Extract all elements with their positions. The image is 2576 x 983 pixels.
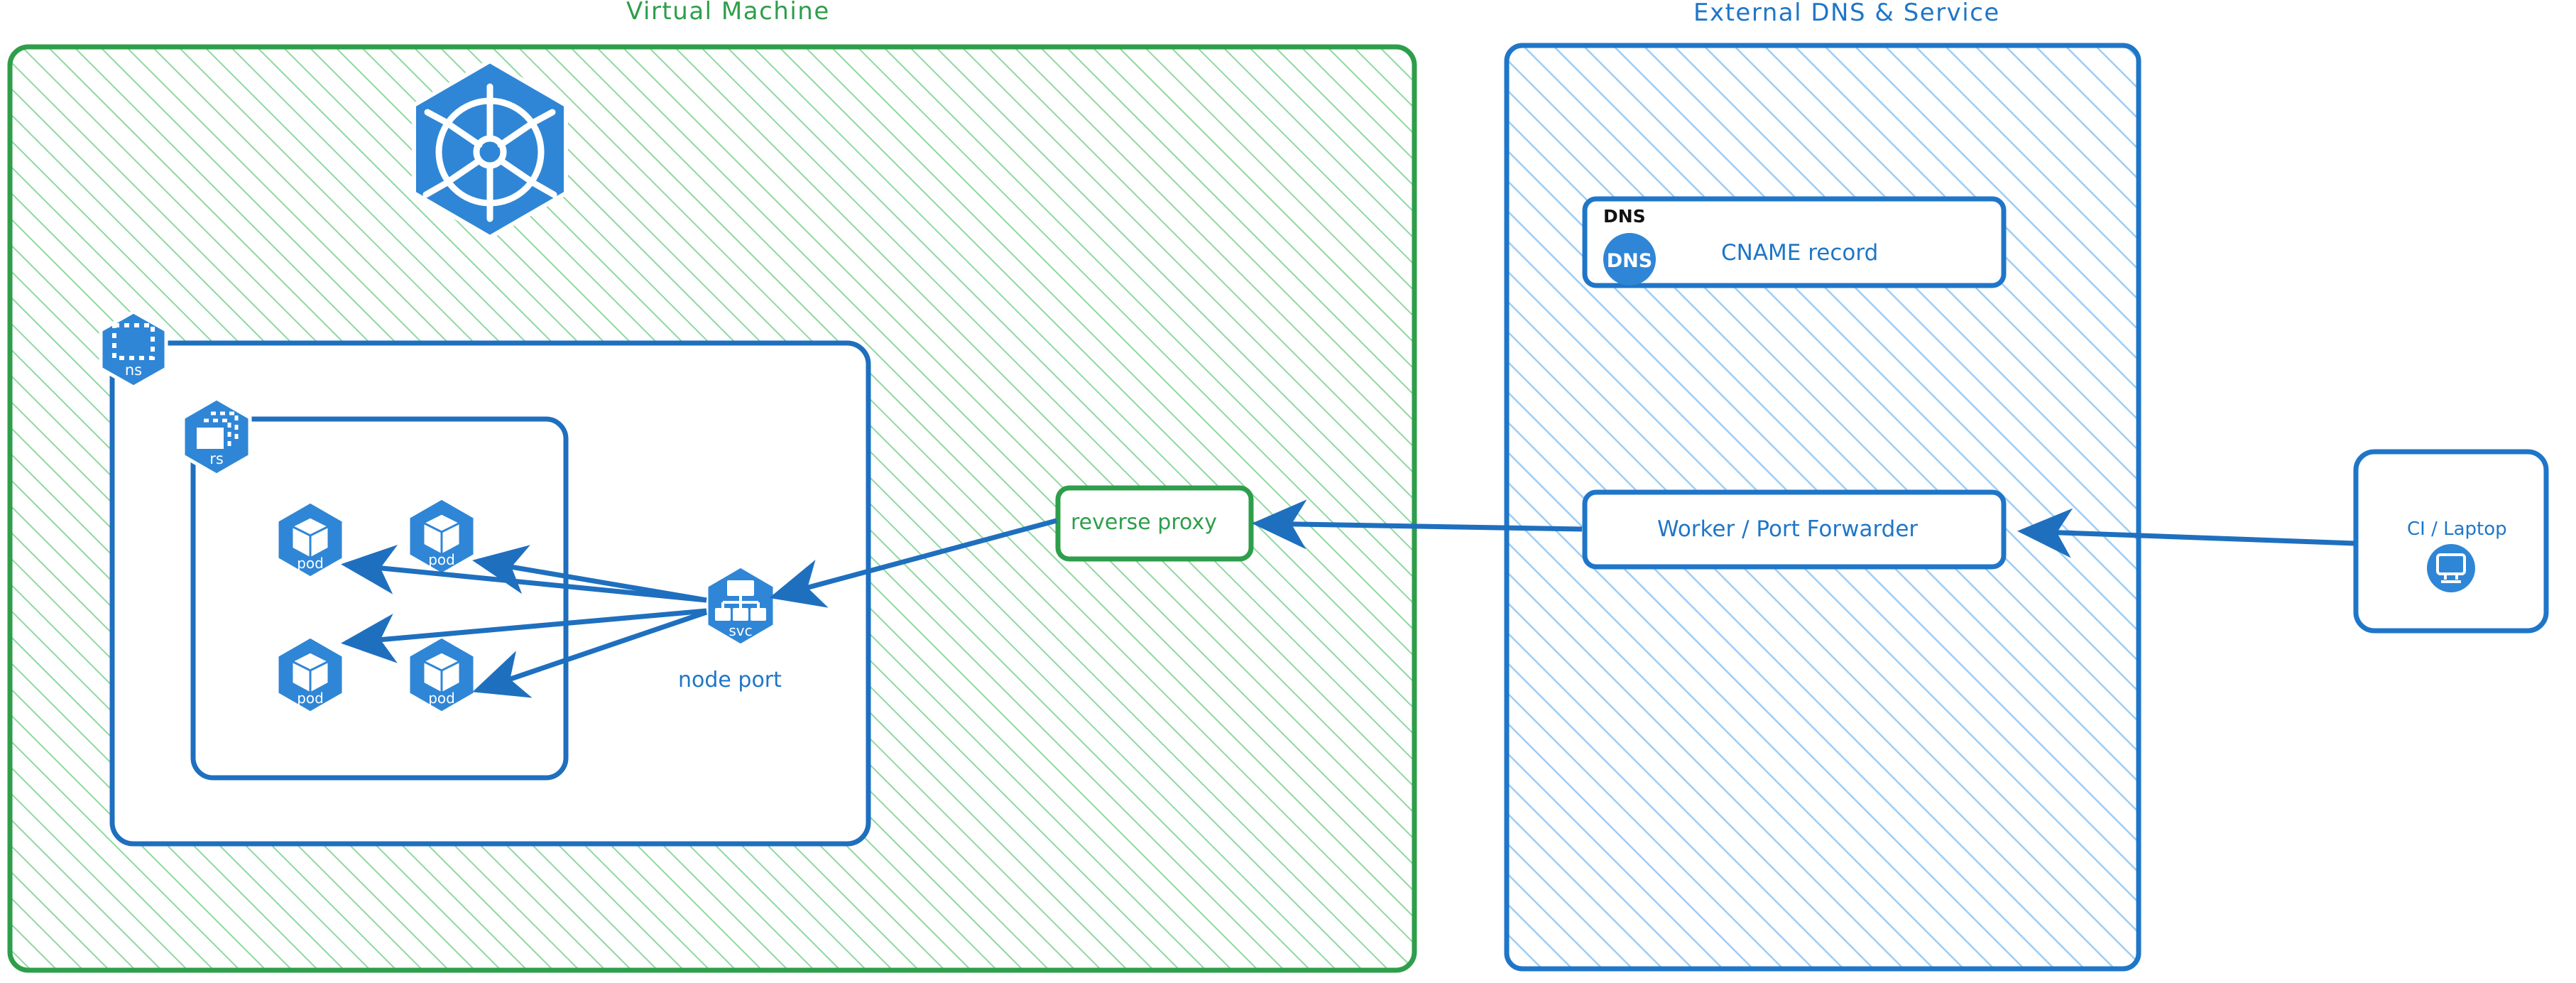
worker-box[interactable] [1582, 489, 2007, 570]
node-port-label: node port [678, 668, 782, 693]
reverse-proxy-box[interactable] [1055, 485, 1254, 562]
reverse-proxy-label: reverse proxy [1071, 510, 1217, 535]
ci-laptop-box[interactable] [2353, 449, 2549, 634]
pod-icon-2: pod [406, 496, 477, 577]
pod-icon-4: pod [406, 634, 477, 715]
pod-icon-1: pod [275, 499, 346, 580]
dns-circle-icon: DNS [1603, 233, 1656, 286]
cname-record-label: CNAME record [1721, 240, 1879, 266]
worker-label: Worker / Port Forwarder [1657, 516, 1919, 542]
replicaset-badge-label: rs [209, 450, 224, 467]
service-badge-label: svc [728, 622, 752, 639]
edge-worker-to-reverse-proxy [1252, 499, 1583, 550]
namespace-badge-label: ns [125, 362, 142, 379]
ci-laptop-label: CI / Laptop [2407, 518, 2507, 540]
pod-badge-label: pod [428, 551, 455, 568]
pod-icon-3: pod [275, 634, 346, 715]
namespace-icon: ns [99, 310, 168, 389]
pod-badge-label: pod [297, 690, 324, 707]
edge-reverse-proxy-to-service [769, 518, 1057, 608]
edge-service-pod-3 [341, 608, 707, 663]
external-dns-service-title: External DNS & Service [1693, 0, 2000, 27]
kubernetes-logo-icon [412, 58, 568, 240]
virtual-machine-title: Virtual Machine [626, 0, 830, 26]
pod-badge-label: pod [428, 690, 455, 707]
pod-badge-label: pod [297, 555, 324, 572]
dns-card-tag: DNS [1603, 206, 1646, 227]
replicaset-icon: rs [181, 396, 252, 477]
edge-ci-laptop-to-worker [2017, 508, 2355, 558]
dns-card[interactable] [1582, 196, 2007, 288]
edge-group-service-to-pods [341, 545, 708, 698]
desktop-monitor-icon [2427, 544, 2475, 592]
service-icon: svc [704, 564, 777, 648]
dns-badge-text: DNS [1607, 250, 1652, 272]
edge-service-pod-4 [472, 609, 708, 698]
edge-service-pod-2 [472, 545, 707, 603]
replicaset-container [190, 416, 569, 781]
